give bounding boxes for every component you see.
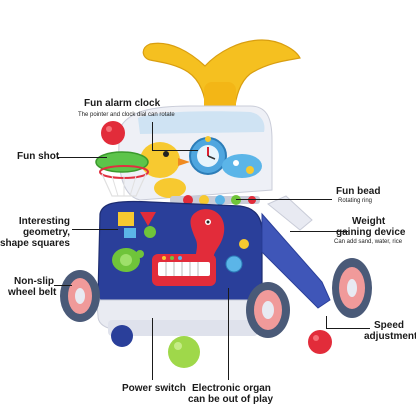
power-switch-title: Power switch: [122, 383, 186, 394]
weight-subtitle: Can add sand, water, rice: [334, 239, 403, 245]
wheel-back-right: [332, 258, 372, 318]
frame: [95, 195, 331, 336]
alarm-clock: [189, 136, 227, 175]
weight-title-1: Weight: [352, 216, 386, 227]
speed-title-1: Speed: [374, 320, 405, 331]
fun-bead-title: Fun bead: [336, 186, 381, 197]
speed-title-2: adjustment: [364, 331, 416, 342]
organ-title-2: can be out of play: [188, 394, 274, 405]
weight-title-2: gaining device: [336, 227, 406, 238]
geometry-title-1: Interesting: [18, 216, 70, 227]
leader-bead: [236, 199, 332, 200]
leader-speed: [326, 316, 327, 328]
bead-roller: [170, 195, 260, 205]
leader-funshot: [57, 157, 107, 158]
belt-title-1: Non-slip: [14, 276, 54, 287]
wheel-front-left: [60, 270, 100, 322]
red-ball-top: [101, 121, 125, 145]
alarm-clock-title: Fun alarm clock: [84, 98, 161, 109]
leader-power: [152, 318, 153, 380]
basketball-hoop: [95, 151, 149, 197]
leader-alarm: [152, 122, 153, 150]
leader-belt: [54, 285, 72, 286]
leader-alarm-h: [152, 150, 198, 151]
leader-weight: [290, 231, 348, 232]
fish-panel: [222, 154, 262, 178]
duck-figure: [140, 142, 190, 198]
leader-geometry: [72, 229, 118, 230]
leader-organ: [228, 288, 229, 380]
belt-title-2: wheel belt: [8, 287, 57, 298]
fun-bead-subtitle: Rotating ring: [338, 198, 373, 204]
organ-title-1: Electronic organ: [192, 383, 271, 394]
geometry-title-3: shape squares: [0, 238, 70, 249]
leader-speed-h: [326, 328, 370, 329]
blue-ball: [111, 325, 133, 347]
main-panel: [97, 200, 263, 319]
geometry-title-2: geometry,: [22, 227, 70, 238]
wheel-front-right: [246, 282, 290, 338]
fun-shot-title: Fun shot: [17, 151, 60, 162]
green-ball: [168, 336, 200, 368]
alarm-clock-subtitle: The pointer and clock dial can rotate: [78, 112, 175, 118]
red-ball-bottom: [308, 330, 332, 354]
